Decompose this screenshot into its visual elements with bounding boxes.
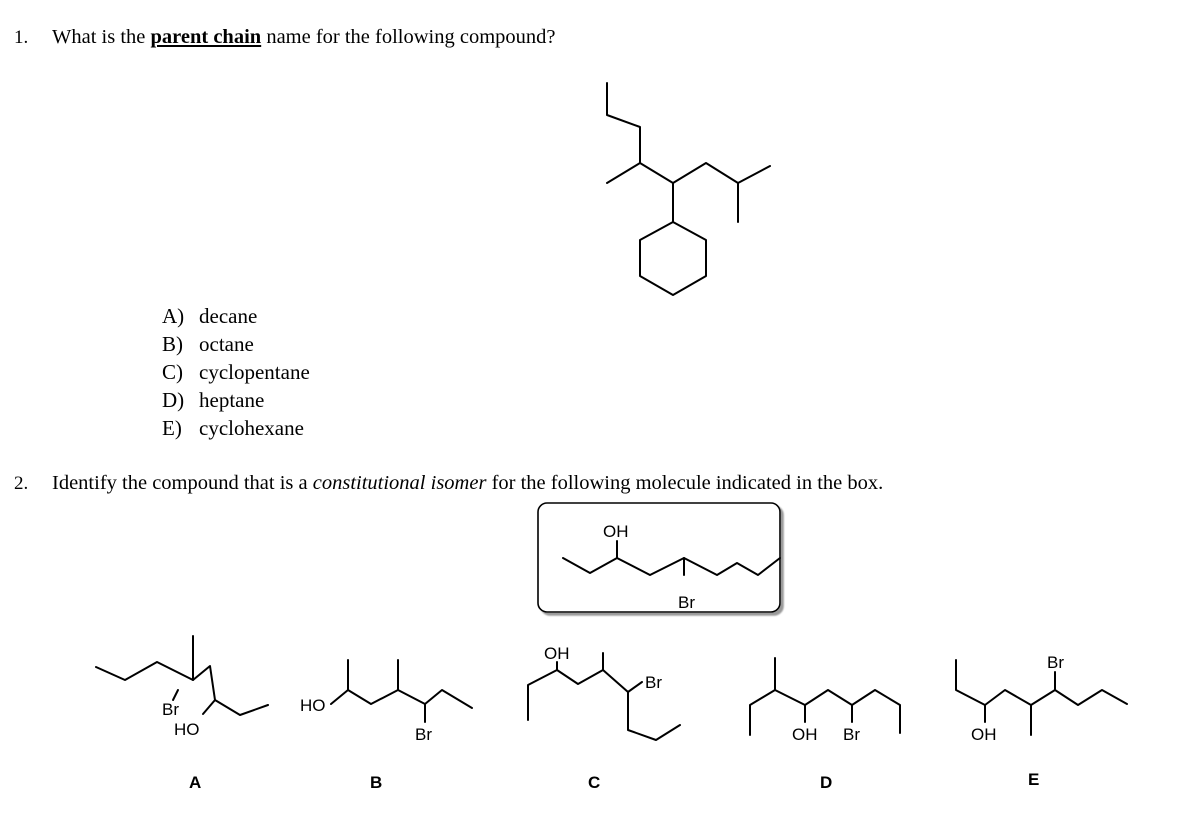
- option-text: cyclohexane: [199, 416, 304, 440]
- choice-b-label: B: [370, 773, 382, 792]
- choice-b-molecule[interactable]: HO Br B: [300, 659, 473, 792]
- choice-d-molecule[interactable]: OH Br D: [749, 657, 901, 792]
- option-text: decane: [199, 304, 258, 328]
- choice-a-br-label: Br: [162, 700, 179, 719]
- choice-e-oh-label: OH: [971, 725, 997, 744]
- main-chain-bonds: [606, 162, 771, 184]
- choice-a-label: A: [189, 773, 201, 792]
- choice-d-label: D: [820, 773, 832, 792]
- option-b[interactable]: B) octane: [162, 330, 310, 358]
- choice-c-br-label: Br: [645, 673, 662, 692]
- option-c[interactable]: C) cyclopentane: [162, 358, 310, 386]
- option-text: heptane: [199, 388, 265, 412]
- reference-molecule-box: [537, 502, 781, 613]
- top-chain-bonds: [606, 82, 641, 164]
- choice-a-bonds: [95, 661, 269, 716]
- choice-c-molecule[interactable]: OH Br C: [527, 644, 681, 792]
- question-1-options: A) decane B) octane C) cyclopentane D) hepta…: [162, 302, 310, 442]
- choice-c-oh-label: OH: [544, 644, 570, 663]
- question-1-text-before: What is the: [52, 26, 151, 48]
- question-1-text-after: name for the following compound?: [261, 26, 556, 48]
- option-a[interactable]: A) decane: [162, 302, 310, 330]
- option-letter: B): [162, 332, 183, 356]
- question-2-emphasis: constitutional isomer: [312, 472, 487, 494]
- cyclohexane-ring: [639, 221, 707, 296]
- option-text: cyclopentane: [199, 360, 310, 384]
- choice-e-bonds: [955, 659, 1128, 706]
- choice-b-bonds: [330, 689, 473, 709]
- reference-br-label: Br: [678, 593, 695, 612]
- choice-a-br-bond: [172, 689, 179, 701]
- question-1-emphasis: parent chain: [150, 26, 262, 48]
- choice-e-label: E: [1028, 770, 1039, 789]
- option-letter: E): [162, 416, 182, 440]
- choice-e-molecule[interactable]: Br OH E: [955, 653, 1128, 789]
- choice-a-oh-label: HO: [174, 720, 200, 739]
- option-text: octane: [199, 332, 254, 356]
- choice-a-molecule[interactable]: Br HO A: [95, 635, 269, 792]
- reference-oh-label: OH: [603, 522, 629, 541]
- choice-d-oh-label: OH: [792, 725, 818, 744]
- question-2-number: 2.: [14, 473, 29, 494]
- reference-molecule: OH Br: [562, 522, 781, 612]
- choice-a-oh-bond: [202, 699, 216, 715]
- question-2-text-after: for the following molecule indicated in …: [486, 472, 884, 494]
- choice-b-oh-label: HO: [300, 696, 326, 715]
- choice-d-bonds: [749, 689, 901, 736]
- option-e[interactable]: E) cyclohexane: [162, 414, 310, 442]
- question-1-text: What is the parent chain name for the fo…: [52, 26, 556, 49]
- choice-b-br-label: Br: [415, 725, 432, 744]
- question-2-text: Identify the compound that is a constitu…: [52, 472, 883, 495]
- choice-c-label: C: [588, 773, 600, 792]
- option-letter: A): [162, 304, 185, 328]
- question-2-text-before: Identify the compound that is a: [52, 472, 313, 494]
- option-d[interactable]: D) heptane: [162, 386, 310, 414]
- choice-c-br-bond: [627, 681, 643, 693]
- question-1-number: 1.: [14, 27, 29, 48]
- choice-d-br-label: Br: [843, 725, 860, 744]
- option-letter: D): [162, 388, 185, 412]
- option-letter: C): [162, 360, 183, 384]
- choice-e-br-label: Br: [1047, 653, 1064, 672]
- question-1-molecule: [606, 82, 771, 296]
